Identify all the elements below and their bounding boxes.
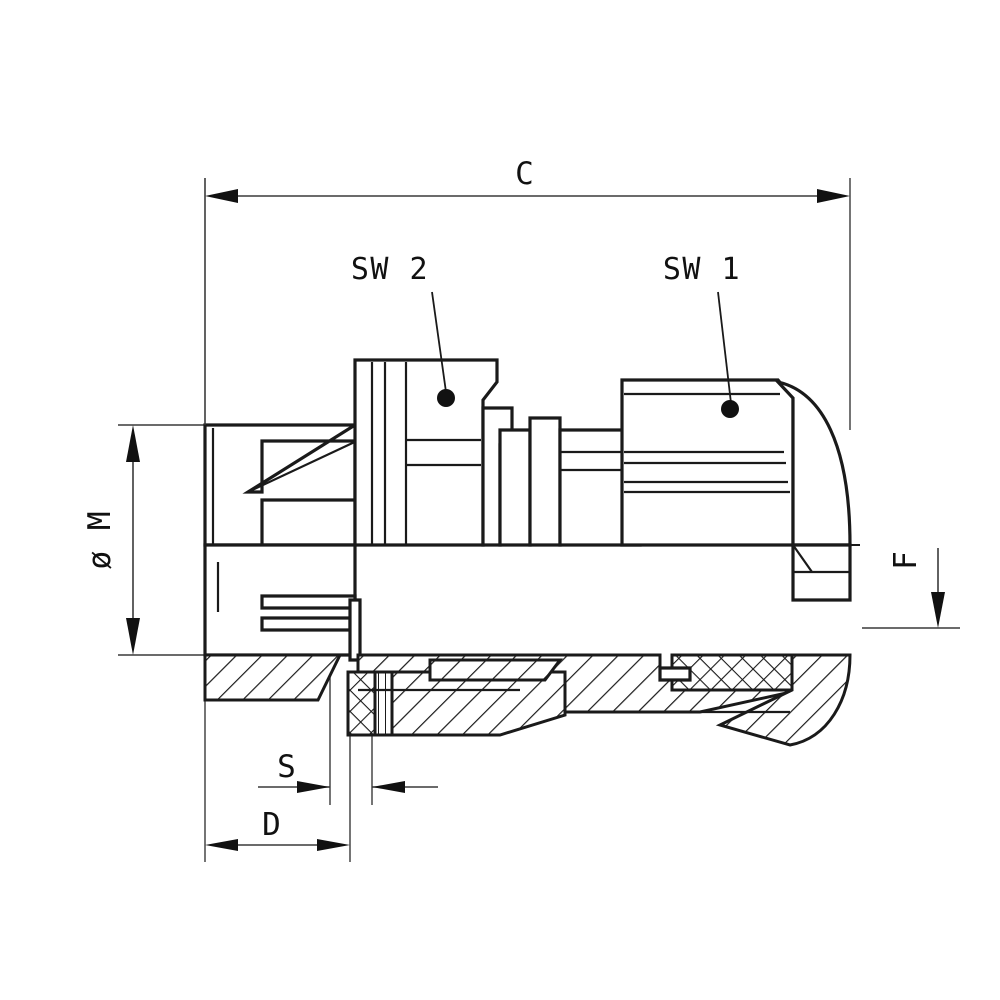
callout-sw1: SW 1 [663,252,741,418]
dimension-phi-m: ø M [82,425,140,655]
dimension-d: D [205,807,350,851]
callout-label-sw2: SW 2 [351,252,429,287]
gland-lower-section [203,543,852,747]
dimension-f: F [888,548,945,628]
sw2-marker-dot [437,389,455,407]
dimension-s: S [258,749,438,793]
dimension-label-f: F [888,550,924,570]
dimension-label-phi-m: ø M [82,511,118,570]
dimension-c: C [205,156,850,203]
sw1-marker-dot [721,400,739,418]
dimension-label-s: S [277,749,297,785]
dimension-label-d: D [262,807,282,843]
dimension-label-c: C [515,156,535,192]
callout-sw2: SW 2 [351,252,455,407]
callout-label-sw1: SW 1 [663,252,741,287]
